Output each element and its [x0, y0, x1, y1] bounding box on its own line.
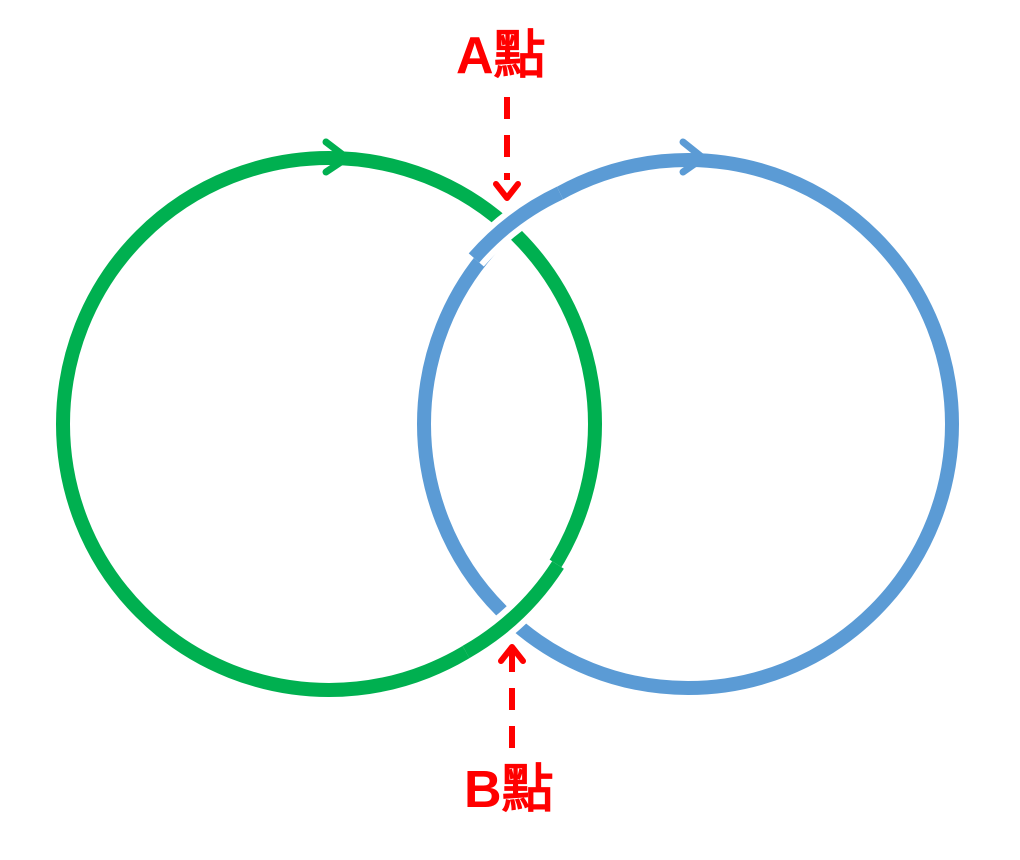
green-circle: [56, 151, 602, 697]
pointer-b-arrowhead-icon: [498, 644, 526, 664]
blue-circle: [417, 153, 959, 695]
green-direction-arrow-icon: [322, 138, 351, 176]
label-point-a: A點: [456, 27, 546, 85]
pointer-a-arrowhead-icon: [493, 181, 521, 201]
label-point-b: B點: [464, 761, 554, 819]
blue-direction-arrow-icon: [679, 138, 707, 176]
crossing-b-green-segment: [462, 561, 564, 659]
crossing-a-blue-segment: [468, 186, 564, 263]
